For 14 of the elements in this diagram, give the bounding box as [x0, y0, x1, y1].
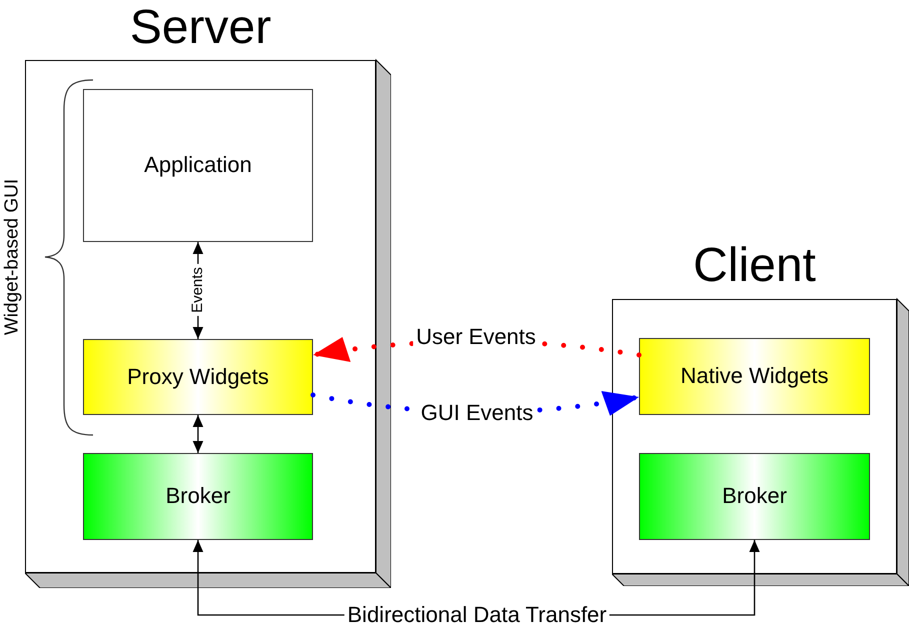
component-box: [83, 89, 313, 242]
box-label: Broker: [164, 482, 232, 510]
box-label: Broker: [721, 482, 788, 510]
bracket-label: Widget-based GUI: [2, 178, 22, 336]
box-label: Application: [143, 151, 253, 180]
component-box: [83, 453, 313, 540]
box-label: Proxy Widgets: [126, 362, 270, 391]
component-box: [639, 338, 870, 415]
connector-arrow: [192, 415, 204, 453]
component-box: [639, 453, 870, 540]
box-label: Native Widgets: [680, 362, 830, 390]
panel-heading: Client: [693, 242, 816, 290]
component-box: [83, 339, 313, 415]
panel-heading: Server: [130, 4, 272, 52]
